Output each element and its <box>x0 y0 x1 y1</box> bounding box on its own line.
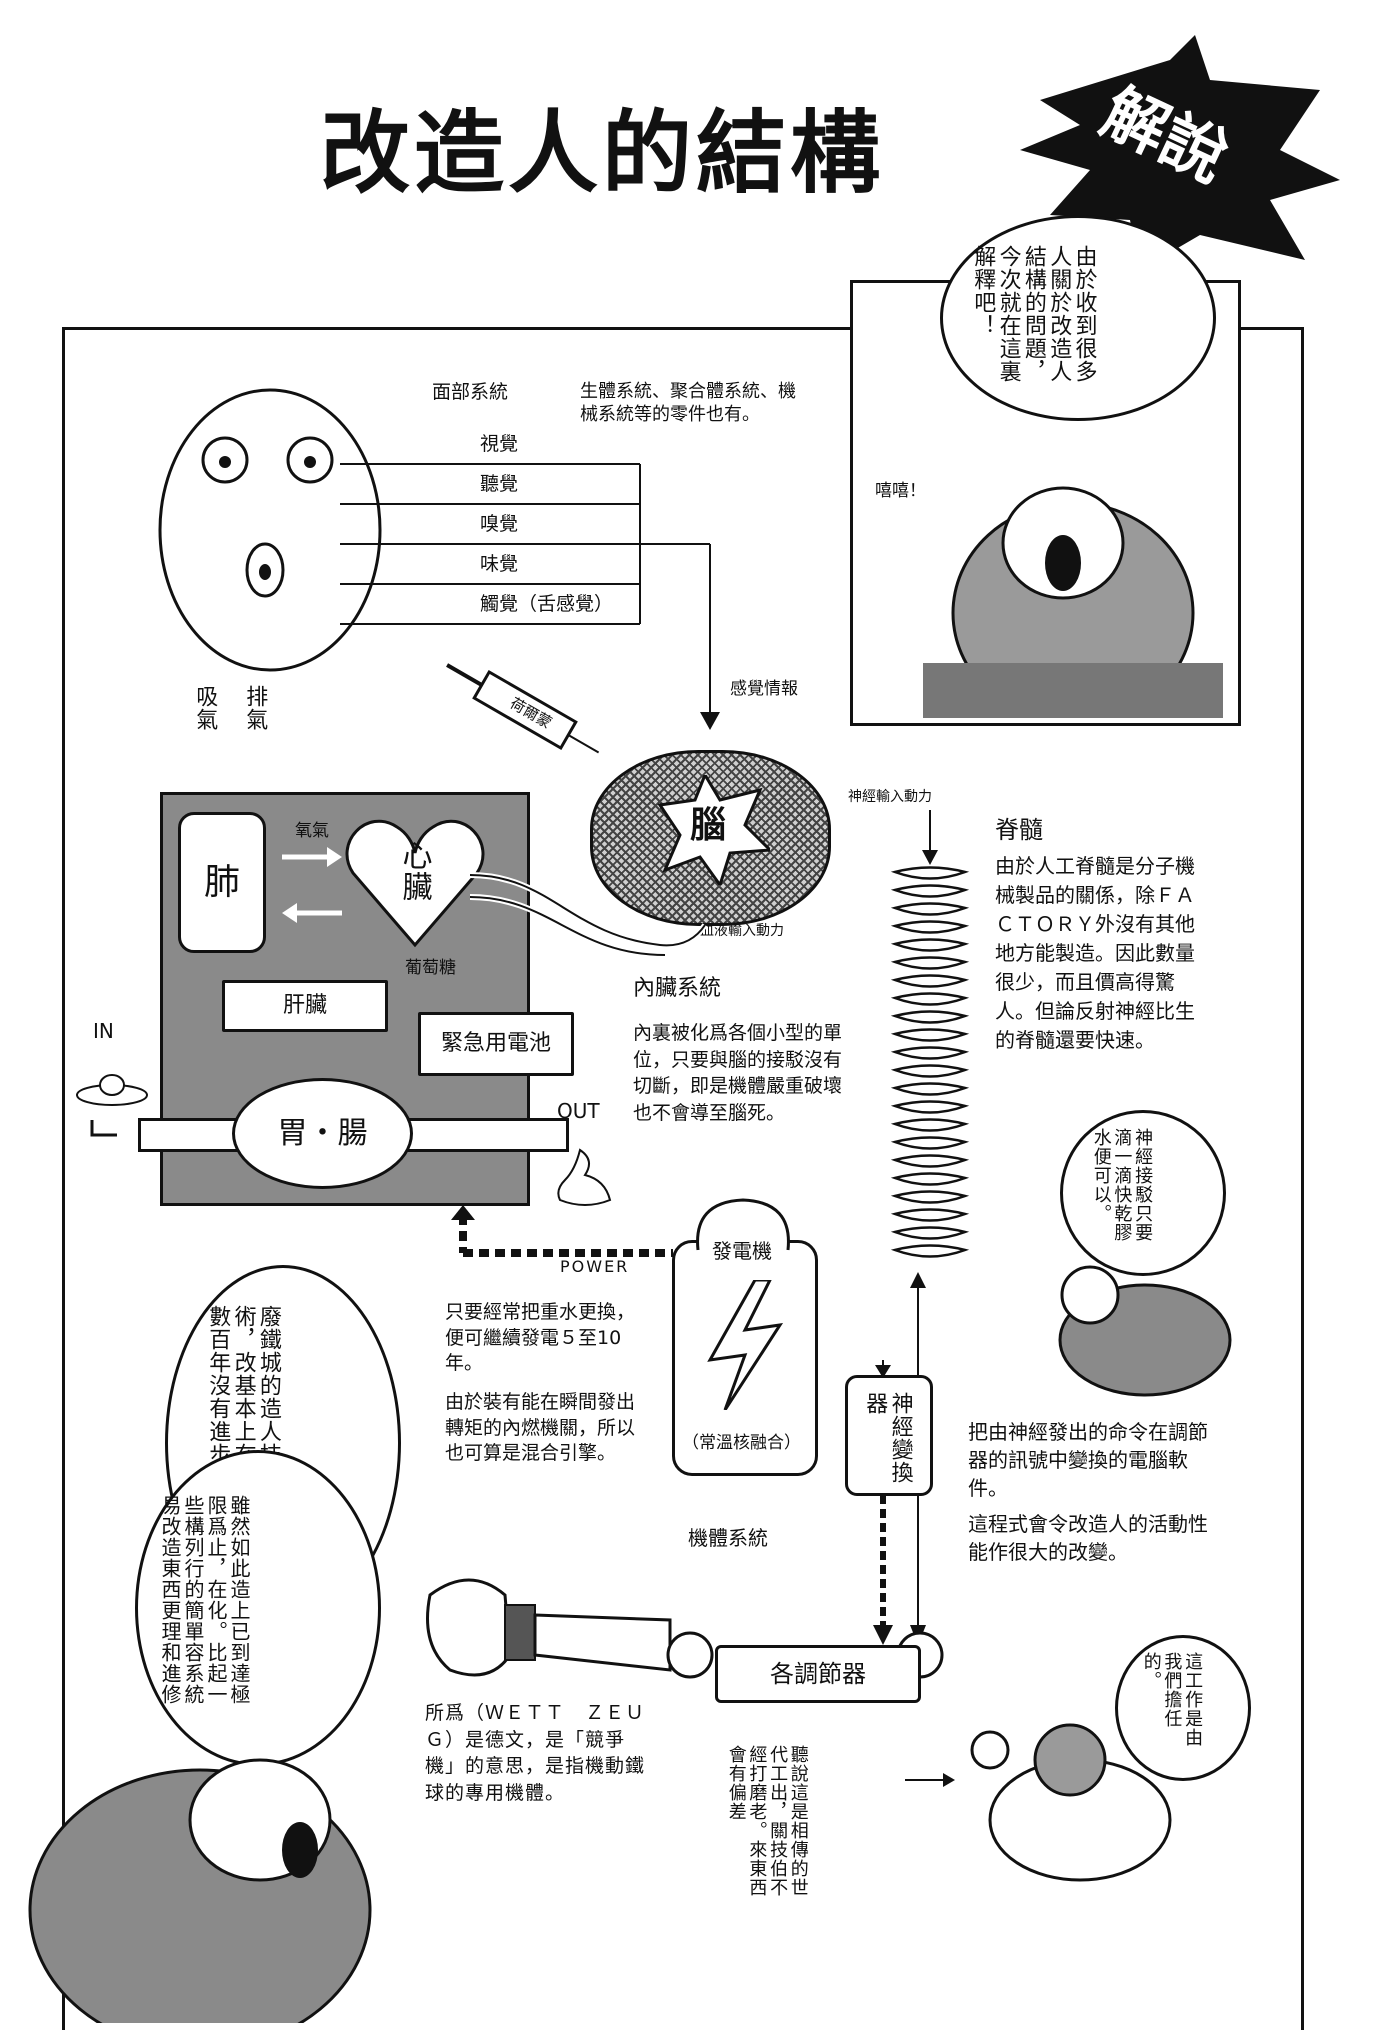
vertebra <box>890 974 970 988</box>
lightning-icon <box>707 1280 784 1410</box>
vertebra <box>890 1082 970 1096</box>
character-bottom-left <box>28 1758 372 2023</box>
converter-note1: 把由神經發出的命令在調節器的訊號中變換的電腦軟件。 <box>968 1420 1208 1500</box>
converter-label: 神經變換器 <box>862 1392 913 1484</box>
spine-illustration <box>890 810 970 1258</box>
vertebra <box>890 938 970 952</box>
regulator-note: 所爲（ＷＥＴＴ ＺＥＵＧ）是德文，是「競爭機」的意思，是指機動鐵球的專用機體。 <box>425 1702 646 1804</box>
brain-burst <box>657 775 770 885</box>
regulator-box: 各調節器 <box>715 1645 921 1703</box>
inhale-label: 吸氣 <box>192 685 218 731</box>
generator-note2: 由於裝有能在瞬間發出轉矩的內燃機關，所以也可算是混合引擎。 <box>445 1391 636 1465</box>
sense-smell: 嗅覺 <box>480 513 519 535</box>
comic-panel-top <box>850 280 1241 726</box>
bubble-intro-text: 由於收到很多人關於改造人結構的問題，今次就在這裏解釋吧！ <box>970 245 1097 383</box>
lung-box: 肺 <box>178 812 266 953</box>
bubble-limits-text: 雖然如此造上已到達極限爲止，在化。比起一些構列行的簡單容系統易改造東西更理和進修 <box>158 1495 251 1705</box>
arm-illustration <box>426 1578 944 1679</box>
bubble-glue-text: 神經接駁只要滴一滴快乾膠水便可以。 <box>1090 1128 1154 1242</box>
vertebra <box>890 1244 970 1258</box>
face-illustration <box>158 388 382 672</box>
sense-touch: 觸覺（舌感覺） <box>480 593 614 615</box>
heart-shape <box>345 819 485 948</box>
sense-hearing: 聽覺 <box>480 473 519 495</box>
vertebra <box>890 902 970 916</box>
nerve-input-label: 神經輸入動力 <box>848 789 932 805</box>
vertebra <box>890 1028 970 1042</box>
character-glue-illustration <box>1058 1265 1232 1397</box>
sense-taste: 味覺 <box>480 553 519 575</box>
syringe-icon <box>446 663 600 754</box>
generator-top <box>696 1198 790 1251</box>
grandpa-text: 聽說這是相傳的世代工出，關技伯不經打磨老。來東西會有偏差 <box>725 1745 809 1897</box>
vertebra <box>890 1154 970 1168</box>
vertebra <box>890 1046 970 1060</box>
exhale-label: 排氣 <box>242 685 268 731</box>
sensory-info-label: 感覺情報 <box>730 679 798 699</box>
speech-bubble-job <box>1115 1635 1251 1781</box>
sense-vision: 視覺 <box>480 433 519 455</box>
vertebra <box>890 920 970 934</box>
face-system-note: 生體系統、聚合體系統、機械系統等的零件也有。 <box>580 381 796 426</box>
vertebra <box>890 1118 970 1132</box>
bubble-job-text: 這工作是由我們擔任的。 <box>1140 1652 1204 1747</box>
burst-shape <box>1020 35 1340 270</box>
pointer-arrow <box>905 1773 955 1787</box>
vertebra <box>890 1100 970 1114</box>
vertebra <box>890 1208 970 1222</box>
power-label: POWER <box>560 1257 630 1276</box>
spine-heading: 脊髓 <box>995 816 1043 844</box>
vertebra <box>890 1010 970 1024</box>
blood-input-label: 血液輸入動力 <box>700 923 784 939</box>
oxygen-label: 氧氣 <box>295 821 329 841</box>
heart-label: 心臟 <box>396 840 432 902</box>
speech-bubble-intro <box>940 215 1216 421</box>
page-title: 改造人的結構 <box>320 101 884 206</box>
speech-bubble-glue <box>1060 1110 1226 1276</box>
vertebra <box>890 1136 970 1150</box>
vertebra <box>890 1172 970 1186</box>
face-system-heading: 面部系統 <box>432 381 509 403</box>
vertebra <box>890 992 970 1006</box>
converter-note2: 這程式會令改造人的活動性能作很大的改變。 <box>968 1512 1208 1564</box>
vertebra <box>890 866 970 880</box>
spine-body: 由於人工脊髓是分子機械製品的關係，除ＦＡＣＴＯＲＹ外沒有其他地方能製造。因此數量… <box>995 854 1195 1052</box>
visceral-heading: 內臟系統 <box>633 976 722 1001</box>
glucose-label: 葡萄糖 <box>405 958 456 978</box>
out-label: OUT <box>557 1099 600 1123</box>
in-label: IN <box>93 1019 114 1043</box>
sense-lines <box>340 463 720 730</box>
vertebra <box>890 956 970 970</box>
generator-note1: 只要經常把重水更換，便可繼續發電５至10年。 <box>445 1301 636 1375</box>
visceral-body: 內裏被化爲各個小型的單位，只要與腦的接駁沒有切斷，即是機體嚴重破壞也不會導至腦死… <box>633 1022 843 1124</box>
speech-bubble-limits <box>135 1450 381 1766</box>
battery-box: 緊急用電池 <box>418 1012 574 1076</box>
character-illustration <box>923 486 1223 718</box>
power-line <box>451 1205 673 1257</box>
vertebra <box>890 1226 970 1240</box>
food-icon <box>76 1074 148 1137</box>
stomach-box: 胃・腸 <box>232 1078 413 1189</box>
brain-label: 腦 <box>690 805 727 846</box>
vertebra <box>890 1190 970 1204</box>
vertebra <box>890 1064 970 1078</box>
liver-box: 肝臟 <box>222 980 388 1032</box>
vertebra <box>890 884 970 898</box>
generator-sub: （常溫核融合） <box>682 1433 801 1453</box>
generator-label: 發電機 <box>712 1239 772 1263</box>
badge-burst <box>1020 35 1340 270</box>
laugh-text: 嘻嘻！ <box>875 481 926 501</box>
body-system-label: 機體系統 <box>688 1526 768 1550</box>
blood-vessels <box>469 872 708 958</box>
converter-box <box>845 1375 933 1496</box>
oxygen-arrows <box>282 847 342 923</box>
diagram-frame <box>62 327 1304 2030</box>
character-grandpa <box>970 1723 1172 1882</box>
waste-icon <box>557 1148 612 1206</box>
